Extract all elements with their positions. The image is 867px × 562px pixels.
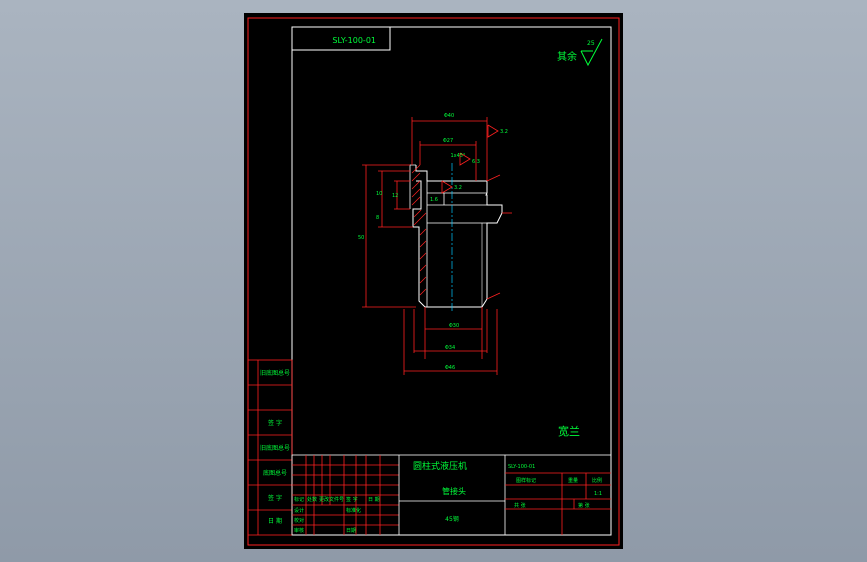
tb-row0-qty: 处数 <box>307 496 317 503</box>
drawing-sheet: SLY-100-01 其余 25 <box>244 13 623 549</box>
part-section-view <box>409 163 503 313</box>
side-table <box>247 359 293 536</box>
drawing-no: SLY-100-01 <box>508 464 535 470</box>
dimension-lines <box>362 117 512 375</box>
dim-rough-b: 6.3 <box>472 159 480 165</box>
dim-chamfer: 1x45° <box>450 153 466 159</box>
stage-label: 图样标记 <box>516 477 536 484</box>
tb-row0-mark: 标记 <box>294 496 304 503</box>
dim-inner-top: Φ27 <box>443 138 453 144</box>
dim-rough-a: 3.2 <box>500 129 508 135</box>
dim-top-width: Φ40 <box>444 113 454 119</box>
part-label: 宽兰 <box>558 424 580 438</box>
part-name: 管接头 <box>442 486 466 496</box>
dim-bottom-outer: Φ46 <box>445 365 455 371</box>
scale-value: 1:1 <box>594 491 602 497</box>
side-row-2: 签 字 <box>268 419 282 427</box>
top-code: SLY-100-01 <box>332 36 376 45</box>
dim-h-total: 50 <box>358 235 364 241</box>
tb-row1-mark: 设计 <box>294 507 304 514</box>
roughness-value: 25 <box>587 40 595 47</box>
dim-bottom-mid: Φ34 <box>445 345 455 351</box>
title-block <box>291 454 612 536</box>
side-row-6: 日 期 <box>268 517 282 525</box>
cad-drawing: SLY-100-01 其余 25 <box>247 17 620 546</box>
sheet-total: 共 张 <box>514 502 526 509</box>
dim-h-a: 10 <box>376 191 382 197</box>
weight-label: 重量 <box>568 477 578 484</box>
dim-h-c: 8 <box>376 215 379 221</box>
side-row-0: 旧底图总号 <box>260 369 290 377</box>
outer-border <box>247 17 620 546</box>
tb-row4-sign: 日期 <box>346 528 356 534</box>
side-row-5: 签 字 <box>268 494 282 502</box>
tb-row0-date: 日 期 <box>368 497 380 503</box>
tb-row2-mark: 校对 <box>294 517 304 524</box>
inner-frame <box>291 26 612 536</box>
tb-row1-sign: 标准化 <box>346 507 361 514</box>
dim-bottom-inner: Φ30 <box>449 323 459 329</box>
side-row-3: 旧底图总号 <box>260 444 290 452</box>
roughness-symbol-icon <box>580 38 603 67</box>
tb-row0-sign: 签 字 <box>346 496 358 503</box>
scale-label: 比例 <box>592 477 602 484</box>
tb-row3-mark: 审核 <box>294 527 304 534</box>
dim-h-b: 12 <box>392 193 398 199</box>
dim-rough-c: 3.2 <box>454 185 462 191</box>
top-code-box <box>291 26 391 51</box>
material: 45钢 <box>445 515 459 523</box>
tb-row0-doc: 更改文件号 <box>319 496 344 503</box>
roughness-note: 其余 <box>557 50 577 63</box>
project-name: 圆柱式液压机 <box>413 460 467 472</box>
side-row-4: 底图总号 <box>263 469 287 477</box>
dim-side-a: 1.6 <box>430 197 438 203</box>
sheet-of: 第 张 <box>578 502 590 509</box>
